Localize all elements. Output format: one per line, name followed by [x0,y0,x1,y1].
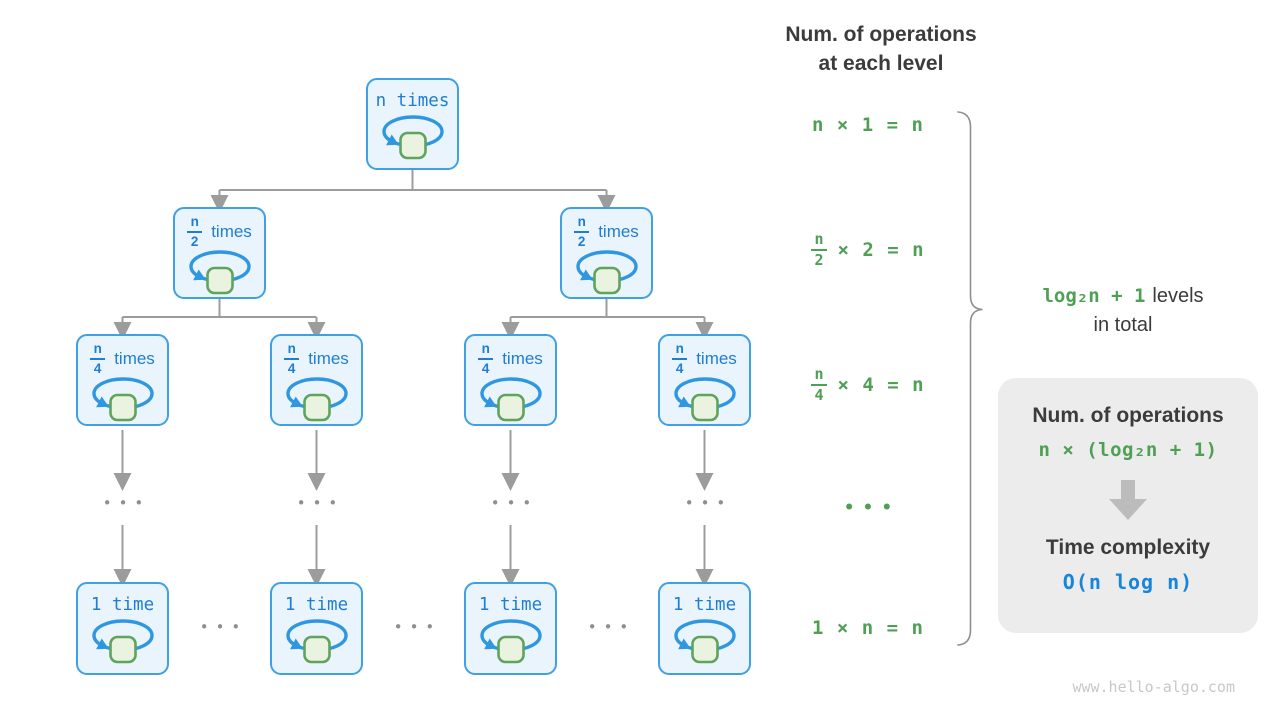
tree-node-leaf-3: 1 time [464,582,557,675]
column-ellipsis: ••• [490,494,539,512]
loop-icon [90,618,156,666]
column-ellipsis: ••• [102,494,151,512]
levels-note-line1: log₂n + 1 levels [1000,282,1246,311]
loop-icon [284,618,350,666]
loop-icon [574,249,640,297]
equation-leaf: 1 × n = n [812,617,924,639]
column-ellipsis: ••• [684,494,733,512]
loop-icon [284,376,350,424]
summary-operations: n × (log₂n + 1) [1038,439,1218,461]
loop-icon [380,114,446,162]
column-header: Num. of operations at each level [750,20,1012,78]
summary-box: Num. of operations n × (log₂n + 1) Time … [998,378,1258,633]
column-header-line1: Num. of operations [785,23,977,46]
loop-icon [672,376,738,424]
loop-icon [478,618,544,666]
levels-word: levels [1152,285,1204,307]
loop-icon [672,618,738,666]
watermark: www.hello-algo.com [1072,678,1235,696]
loop-icon [478,376,544,424]
levels-math: log₂n + 1 [1042,285,1146,307]
loop-icon [187,249,253,297]
leaf-row-ellipsis: ••• [199,618,248,636]
levels-note: log₂n + 1 levels in total [1000,282,1246,340]
down-arrow-icon [998,480,1258,520]
levels-note-line2: in total [1093,314,1153,336]
tree-node-root: n times [366,78,459,170]
node-label: 1 time [90,595,155,615]
node-label: 1 time [672,595,737,615]
loop-icon [90,376,156,424]
summary-title: Num. of operations [1032,404,1224,427]
node-label: 1 time [284,595,349,615]
node-label: 1 time [478,595,543,615]
leaf-row-ellipsis: ••• [587,618,636,636]
node-label: n times [375,91,450,111]
column-ellipsis: ••• [296,494,345,512]
column-header-line2: at each level [818,52,944,75]
summary-subtitle: Time complexity [1045,536,1211,559]
tree-connectors [113,170,714,587]
equation-ellipsis: ••• [843,498,901,518]
tree-node-leaf-2: 1 time [270,582,363,675]
summary-complexity: O(n log n) [1062,570,1194,594]
leaf-row-ellipsis: ••• [393,618,442,636]
tree-node-leaf-4: 1 time [658,582,751,675]
equation-level1: n × 1 = n [812,114,924,136]
tree-node-leaf-1: 1 time [76,582,169,675]
